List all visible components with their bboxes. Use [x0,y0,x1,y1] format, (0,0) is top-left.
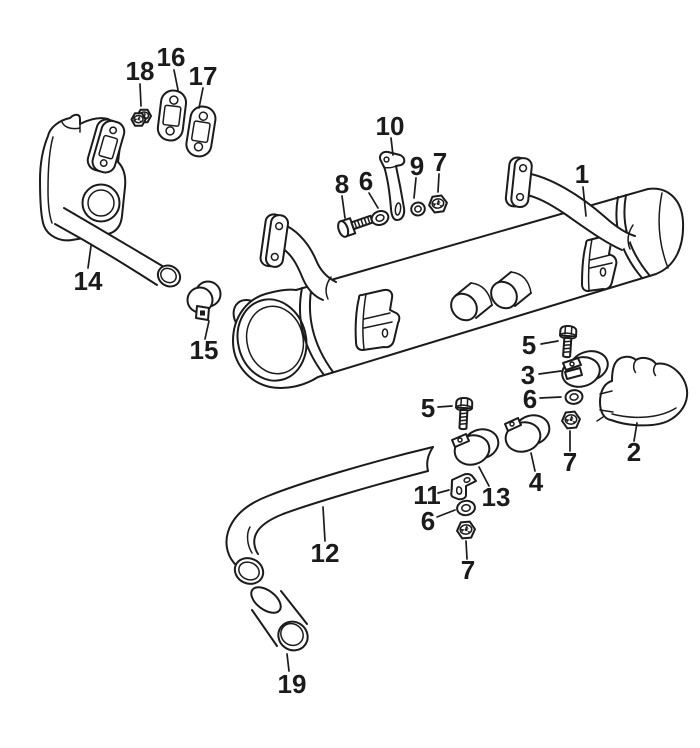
clamp-3 [559,347,611,390]
washer-6-right [563,388,585,406]
callout-2: 2 [627,437,641,467]
nut-7-bottom [455,520,477,540]
heat-exchanger [40,115,184,291]
muffler-boss [486,271,533,313]
callout-7-bottom: 7 [461,555,475,585]
inlet-flange-left [260,213,290,268]
leader-lines [88,70,637,671]
tail-pipe-tip-19 [247,585,311,654]
clamp-15 [188,282,221,321]
heat-shield-2 [597,357,687,426]
callout-6-bottom: 6 [421,506,435,536]
heat-exchanger-flange [85,117,126,175]
small-nut-18 [130,108,152,127]
clamp-13 [451,425,501,468]
callout-8: 8 [335,169,349,199]
bolt-5-right [557,324,578,359]
bolt-5-bottom [453,396,474,431]
muffler-inlet-pipe-right [505,157,635,251]
muffler-boss [446,283,494,325]
callout-12: 12 [311,538,340,568]
callout-19: 19 [278,669,307,699]
muffler-strap-bracket-left [356,290,400,350]
callout-10: 10 [376,111,405,141]
callout-7-right: 7 [563,447,577,477]
muffler-inlet-pipe-left [260,213,336,300]
callout-6-top: 6 [359,166,373,196]
clamp-4 [502,411,552,455]
callout-4: 4 [529,467,544,497]
callout-15: 15 [190,335,219,365]
washer-9 [409,200,427,218]
tail-pipe-12 [226,447,433,588]
gasket-17 [185,105,218,158]
callout-17: 17 [189,61,218,91]
callout-9: 9 [410,151,424,181]
washer-6-bottom [455,498,477,518]
bracket-11 [451,474,476,499]
nut-7-top [426,193,450,215]
muffler-body [233,189,683,388]
gasket-16 [156,89,187,142]
callout-14: 14 [74,266,103,296]
callout-13: 13 [482,482,511,512]
callouts: 1 2 3 4 5 5 6 6 6 7 7 7 8 9 10 11 12 13 … [74,42,642,699]
callout-5-right: 5 [522,330,536,360]
callout-11: 11 [413,480,441,510]
bracket-strap-10 [380,152,404,220]
heat-exchanger-pipe [55,208,184,291]
callout-3: 3 [521,360,535,390]
inlet-flange-right [505,157,532,208]
callout-7-top: 7 [433,147,447,177]
callout-5-bottom: 5 [421,393,435,423]
washer-6-top [368,207,392,229]
callout-18: 18 [126,56,155,86]
callout-1: 1 [575,159,589,189]
nut-7-right [560,410,582,430]
callout-16: 16 [157,42,186,72]
callout-6-right: 6 [523,384,537,414]
muffler [229,189,683,388]
bolt-8 [336,211,374,238]
